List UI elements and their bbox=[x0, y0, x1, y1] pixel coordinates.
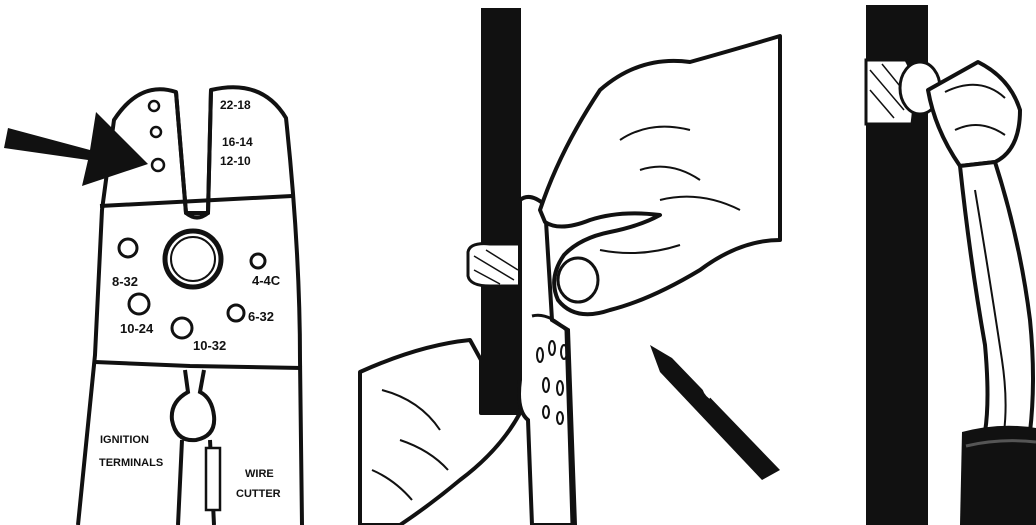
vertical-cable bbox=[481, 8, 521, 413]
finished-wire bbox=[960, 162, 1033, 432]
screw-label-6-32: 6-32 bbox=[248, 309, 274, 324]
finished-terminal-panel bbox=[866, 5, 1036, 525]
gauge-label-12-10: 12-10 bbox=[220, 154, 251, 168]
screw-label-10-32: 10-32 bbox=[193, 338, 226, 353]
cutter-label-line2: CUTTER bbox=[236, 488, 281, 500]
screw-label-4-4c: 4-4C bbox=[252, 273, 281, 288]
terminal-barrel bbox=[928, 62, 1020, 166]
cutter-blade-slot bbox=[206, 448, 220, 510]
thumb-nail bbox=[558, 258, 598, 302]
diagonal-wire bbox=[650, 345, 780, 480]
screw-label-10-24: 10-24 bbox=[120, 321, 154, 336]
gauge-label-16-14: 16-14 bbox=[222, 135, 253, 149]
hands-crimping-panel bbox=[360, 8, 780, 525]
ignition-label-line2: TERMINALS bbox=[99, 457, 163, 469]
screw-label-8-32: 8-32 bbox=[112, 274, 138, 289]
gauge-label-22-18: 22-18 bbox=[220, 98, 251, 112]
cutter-label-line1: WIRE bbox=[245, 468, 274, 480]
pivot-rivet bbox=[165, 231, 221, 287]
crimping-tool-panel: 22-18 16-14 12-10 8-32 4-4C 6-32 10-24 1… bbox=[4, 87, 302, 525]
ignition-label-line1: IGNITION bbox=[100, 434, 149, 446]
